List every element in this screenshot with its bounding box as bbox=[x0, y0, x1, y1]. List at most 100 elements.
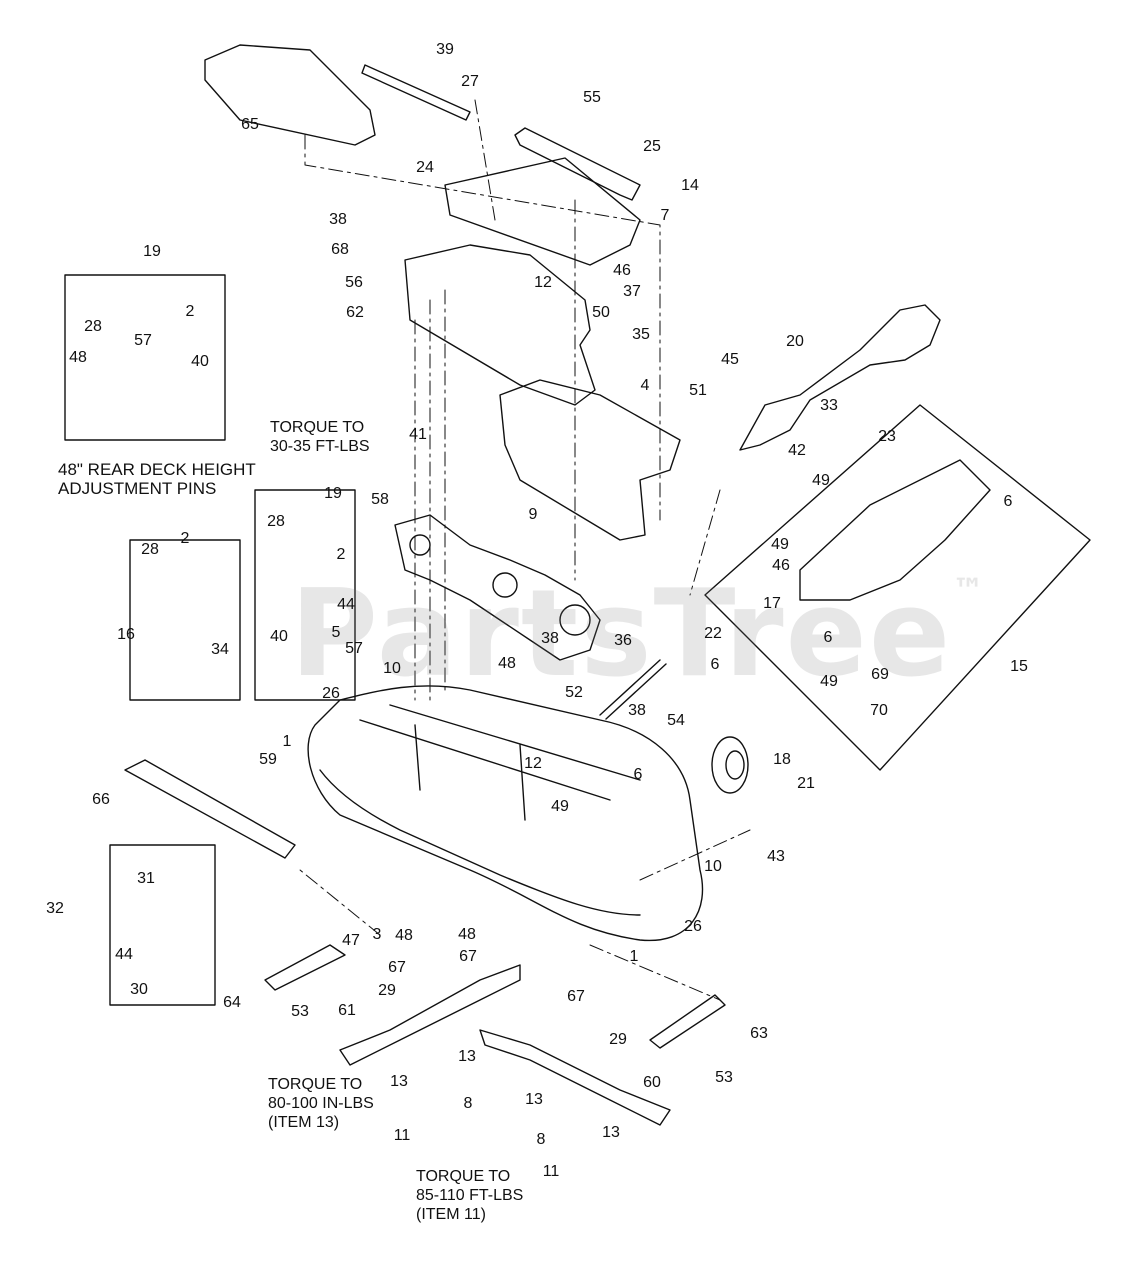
callout-2-c: 2 bbox=[180, 530, 190, 547]
callout-31: 31 bbox=[137, 870, 155, 887]
callout-68: 68 bbox=[331, 241, 349, 258]
note-torque-item-13: TORQUE TO 80-100 IN-LBS (ITEM 13) bbox=[268, 1076, 374, 1131]
callout-19-b: 19 bbox=[324, 485, 342, 502]
callout-15: 15 bbox=[1010, 658, 1028, 675]
callout-57-b: 57 bbox=[345, 640, 363, 657]
callout-62: 62 bbox=[346, 304, 364, 321]
callout-41: 41 bbox=[409, 426, 427, 443]
callout-26-b: 26 bbox=[684, 918, 702, 935]
blade-61 bbox=[339, 964, 521, 1066]
callout-6-b: 6 bbox=[823, 629, 833, 646]
callout-54: 54 bbox=[667, 712, 685, 729]
callout-67-b: 67 bbox=[459, 948, 477, 965]
callout-9: 9 bbox=[528, 506, 538, 523]
callout-49-a: 49 bbox=[812, 472, 830, 489]
callout-3: 3 bbox=[372, 926, 382, 943]
detail-box-16 bbox=[129, 539, 241, 701]
callout-4: 4 bbox=[640, 377, 650, 394]
callout-27: 27 bbox=[461, 73, 479, 90]
callout-44-b: 44 bbox=[115, 946, 133, 963]
callout-28-b: 28 bbox=[267, 513, 285, 530]
callout-26-a: 26 bbox=[322, 685, 340, 702]
callout-33: 33 bbox=[820, 397, 838, 414]
callout-50: 50 bbox=[592, 304, 610, 321]
callout-48-a: 48 bbox=[69, 349, 87, 366]
callout-40-a: 40 bbox=[191, 353, 209, 370]
callout-57-a: 57 bbox=[134, 332, 152, 349]
callout-59: 59 bbox=[259, 751, 277, 768]
callout-67-a: 67 bbox=[388, 959, 406, 976]
deflector-63 bbox=[649, 994, 726, 1049]
callout-21: 21 bbox=[797, 775, 815, 792]
callout-37: 37 bbox=[623, 283, 641, 300]
callout-22: 22 bbox=[704, 625, 722, 642]
callout-29-a: 29 bbox=[378, 982, 396, 999]
blade-60 bbox=[479, 1029, 671, 1126]
callout-29-b: 29 bbox=[609, 1031, 627, 1048]
callout-38-b: 38 bbox=[541, 630, 559, 647]
callout-13-a: 13 bbox=[458, 1048, 476, 1065]
callout-20: 20 bbox=[786, 333, 804, 350]
detail-box-19 bbox=[254, 489, 356, 701]
callout-64: 64 bbox=[223, 994, 241, 1011]
callout-70: 70 bbox=[870, 702, 888, 719]
callout-12-a: 12 bbox=[534, 274, 552, 291]
callout-5: 5 bbox=[331, 624, 341, 641]
callout-12-b: 12 bbox=[524, 755, 542, 772]
callout-52: 52 bbox=[565, 684, 583, 701]
callout-8-a: 8 bbox=[463, 1095, 473, 1112]
callout-19-a: 19 bbox=[143, 243, 161, 260]
callout-11-b: 11 bbox=[542, 1163, 560, 1180]
callout-35: 35 bbox=[632, 326, 650, 343]
callout-66: 66 bbox=[92, 791, 110, 808]
callout-13-c: 13 bbox=[525, 1091, 543, 1108]
callout-49-d: 49 bbox=[551, 798, 569, 815]
deck-shell bbox=[307, 685, 704, 942]
callout-1-a: 1 bbox=[282, 733, 292, 750]
callout-16: 16 bbox=[117, 626, 135, 643]
callout-24: 24 bbox=[416, 159, 434, 176]
callout-65: 65 bbox=[241, 116, 259, 133]
callout-38-c: 38 bbox=[628, 702, 646, 719]
gearbox-bracket bbox=[499, 379, 681, 541]
callout-8-b: 8 bbox=[536, 1131, 546, 1148]
callout-47: 47 bbox=[342, 932, 360, 949]
wheel-18 bbox=[711, 736, 749, 794]
callout-49-b: 49 bbox=[771, 536, 789, 553]
callout-45: 45 bbox=[721, 351, 739, 368]
cover-62 bbox=[404, 244, 596, 406]
deflector-64 bbox=[264, 944, 346, 991]
callout-11-a: 11 bbox=[393, 1127, 411, 1144]
callout-13-b: 13 bbox=[390, 1073, 408, 1090]
callout-53-b: 53 bbox=[715, 1069, 733, 1086]
callout-53-a: 53 bbox=[291, 1003, 309, 1020]
callout-14: 14 bbox=[681, 177, 699, 194]
gearbox-58 bbox=[394, 514, 601, 661]
callout-13-d: 13 bbox=[602, 1124, 620, 1141]
callout-67-c: 67 bbox=[567, 988, 585, 1005]
callout-32: 32 bbox=[46, 900, 64, 917]
callout-25: 25 bbox=[643, 138, 661, 155]
callout-2-a: 2 bbox=[185, 303, 195, 320]
callout-6-a: 6 bbox=[1003, 493, 1013, 510]
detail-box-32 bbox=[109, 844, 216, 1006]
callout-48-b: 48 bbox=[498, 655, 516, 672]
callout-38-a: 38 bbox=[329, 211, 347, 228]
callout-23: 23 bbox=[878, 428, 896, 445]
baffle-66 bbox=[124, 759, 296, 859]
callout-1-b: 1 bbox=[629, 948, 639, 965]
spring-36 bbox=[599, 659, 667, 720]
callout-6-c: 6 bbox=[710, 656, 720, 673]
callout-63: 63 bbox=[750, 1025, 768, 1042]
callout-58: 58 bbox=[371, 491, 389, 508]
callout-46-b: 46 bbox=[772, 557, 790, 574]
callout-6-d: 6 bbox=[633, 766, 643, 783]
callout-56: 56 bbox=[345, 274, 363, 291]
callout-39: 39 bbox=[436, 41, 454, 58]
chute-frame-15 bbox=[704, 404, 1091, 771]
callout-42: 42 bbox=[788, 442, 806, 459]
callout-28-a: 28 bbox=[84, 318, 102, 335]
bar-27 bbox=[361, 64, 471, 121]
